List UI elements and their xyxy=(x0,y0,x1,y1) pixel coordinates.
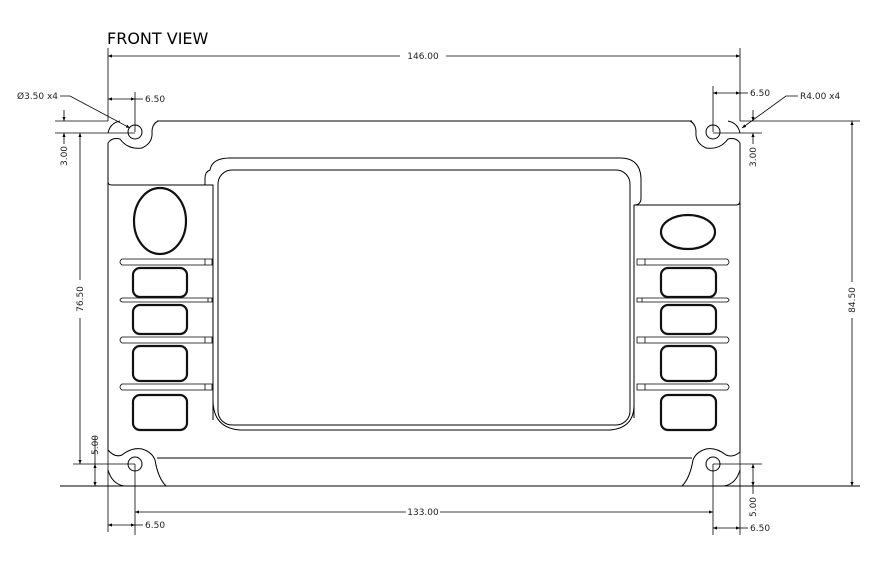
left-slots xyxy=(119,258,213,391)
display-window xyxy=(204,157,642,431)
dimension-lines xyxy=(55,48,860,535)
left-panel xyxy=(107,181,214,420)
hole-callout: Ø3.50 x4 xyxy=(17,91,58,102)
right-oval-button[interactable] xyxy=(659,213,717,251)
dim-hole-offset-top-left: 6.50 xyxy=(145,95,165,105)
dim-bottom-left-vertical: 5.00 xyxy=(91,435,101,455)
right-panel xyxy=(633,200,741,418)
dim-overall-height: 84.50 xyxy=(848,287,858,313)
dim-top-right-vertical: 3.00 xyxy=(749,147,759,167)
left-button-2[interactable] xyxy=(131,303,189,336)
right-button-2[interactable] xyxy=(659,303,718,336)
dim-overall-width: 146.00 xyxy=(407,52,439,62)
view-title: FRONT VIEW xyxy=(107,29,209,48)
plate-outline xyxy=(60,120,860,487)
right-button-3[interactable] xyxy=(659,344,718,383)
left-button-4[interactable] xyxy=(131,393,189,432)
dim-hole-spacing-height: 76.50 xyxy=(76,286,86,312)
right-slots xyxy=(636,258,730,391)
dim-hole-offset-top-right: 6.50 xyxy=(750,89,770,99)
radius-callout: R4.00 x4 xyxy=(800,92,840,102)
left-oval-button[interactable] xyxy=(132,186,188,256)
dim-hole-offset-bottom-right: 6.50 xyxy=(750,524,770,534)
right-button-4[interactable] xyxy=(659,393,718,432)
dim-top-left-vertical: 3.00 xyxy=(60,146,70,166)
dimension-labels: 146.00 6.50 6.50 Ø3.50 x4 R4.00 x4 3.00 … xyxy=(17,52,858,534)
right-controls xyxy=(636,213,730,432)
left-button-3[interactable] xyxy=(131,344,189,383)
left-controls xyxy=(119,186,213,432)
dim-hole-offset-bottom-left: 6.50 xyxy=(145,521,165,531)
right-button-1[interactable] xyxy=(659,266,718,299)
dim-bottom-right-vertical: 5.00 xyxy=(749,497,759,517)
left-button-1[interactable] xyxy=(131,266,189,299)
dim-hole-spacing-width: 133.00 xyxy=(407,508,439,518)
